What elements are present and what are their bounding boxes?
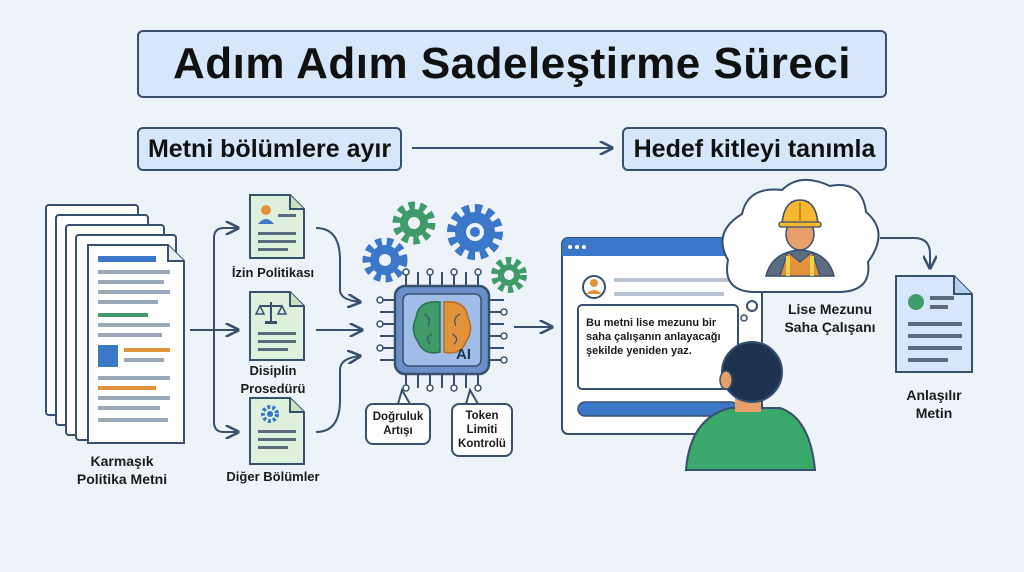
- step-split-box: Metni bölümlere ayır: [137, 127, 402, 171]
- step-audience-box: Hedef kitleyi tanımla: [622, 127, 887, 171]
- complex-document-stack-icon: [45, 204, 185, 444]
- source-doc-label-line2: Politika Metni: [76, 471, 168, 487]
- section-label-other: Diğer Bölümler: [226, 469, 320, 484]
- callout-token-limit: Token Limiti Kontrolü: [451, 403, 513, 457]
- source-doc-label-line1: Karmaşık: [90, 453, 154, 469]
- section-label-leave: İzin Politikası: [231, 265, 315, 280]
- callout-accuracy-line2: Artışı: [383, 425, 413, 437]
- prompt-text: Bu metni lise mezunu bir saha çalışanın …: [586, 316, 736, 358]
- result-label: Anlaşılır Metin: [884, 386, 984, 422]
- section-label-discipline: Disiplin Prosedürü: [218, 362, 328, 398]
- callout-token-line1: Token: [465, 410, 499, 422]
- section-label-discipline-line1: Disiplin: [249, 363, 297, 378]
- prompt-line1: Bu metni lise mezunu bir: [586, 317, 717, 329]
- prompt-window: [561, 237, 763, 435]
- callout-accuracy: Doğruluk Artışı: [365, 403, 431, 445]
- step-audience-label: Hedef kitleyi tanımla: [633, 134, 876, 163]
- discipline-doc-icon: [249, 291, 305, 361]
- worker-person-icon: [684, 341, 817, 471]
- prompt-line2: saha çalışanın anlayacağı: [586, 331, 721, 343]
- ai-chip-label: AI: [456, 346, 471, 363]
- gears-cluster-icon: [362, 201, 527, 293]
- source-doc-label: Karmaşık Politika Metni: [48, 452, 196, 488]
- split-branch-arrows: [190, 228, 238, 432]
- audience-to-result-arrow: [880, 237, 930, 268]
- callout-token-line2: Limiti: [466, 424, 498, 436]
- other-sections-doc-icon: [249, 397, 305, 465]
- audience-label: Lise Mezunu Saha Çalışanı: [770, 300, 890, 336]
- audience-label-line2: Saha Çalışanı: [784, 319, 876, 335]
- callout-token-line3: Kontrolü: [458, 438, 506, 450]
- construction-worker-icon: [765, 199, 835, 277]
- section-label-discipline-line2: Prosedürü: [240, 381, 306, 396]
- audience-label-line1: Lise Mezunu: [787, 301, 872, 317]
- diagram-title: Adım Adım Sadeleştirme Süreci: [173, 39, 851, 88]
- diagram-title-box: Adım Adım Sadeleştirme Süreci: [137, 30, 887, 98]
- callout-pointer-token: [465, 387, 479, 405]
- result-label-line1: Anlaşılır: [906, 387, 962, 403]
- sections-to-ai-arrows: [315, 227, 362, 433]
- step-split-label: Metni bölümlere ayır: [147, 134, 392, 163]
- ai-chip-icon: [376, 268, 508, 392]
- prompt-line3: şekilde yeniden yaz.: [586, 345, 692, 357]
- callout-pointer-accuracy: [397, 387, 411, 405]
- result-label-line2: Metin: [915, 405, 953, 421]
- callout-accuracy-line1: Doğruluk: [372, 411, 424, 423]
- clear-text-doc-icon: [895, 275, 973, 373]
- leave-policy-doc-icon: [249, 194, 305, 259]
